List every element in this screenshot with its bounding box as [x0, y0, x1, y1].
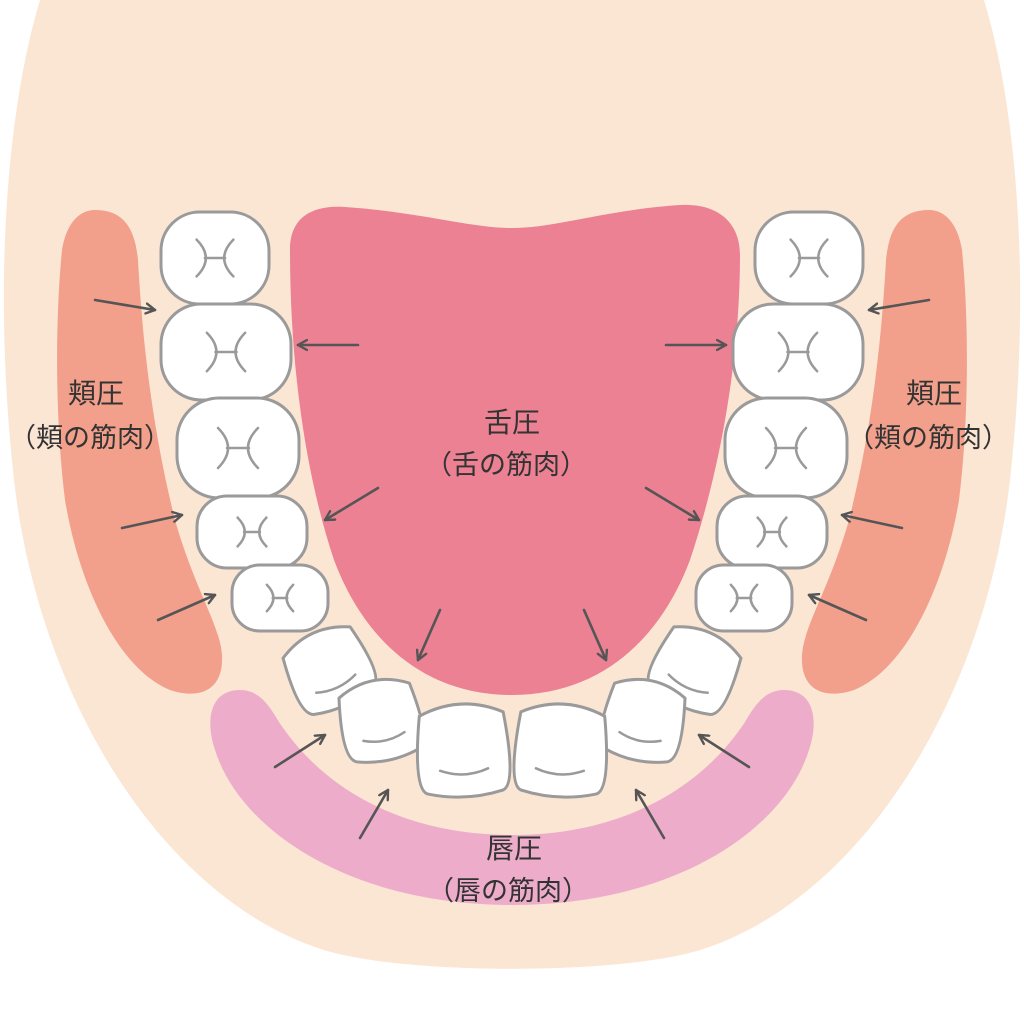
molar-tooth-left-5: [230, 563, 330, 633]
arrow-icon: [156, 595, 217, 622]
tongue-pressure-title: 舌圧: [484, 406, 540, 439]
tooth-edge-line: [618, 730, 662, 744]
tooth-groove: [777, 331, 819, 373]
cheek-pressure-title-right: 頬圧: [906, 377, 962, 410]
arrow-icon: [840, 515, 904, 530]
cheek-muscle-left: [57, 210, 223, 694]
cheek-pressure-subtitle-left: （頬の筋肉）: [9, 423, 171, 454]
tooth-groove: [729, 583, 759, 613]
lip-pressure-label: 唇圧 （唇の筋肉）: [427, 832, 589, 907]
tongue: [290, 204, 740, 695]
arrow-icon: [634, 788, 666, 840]
arrow-icon: [418, 608, 442, 662]
cheek-pressure-label-left: 頬圧 （頬の筋肉）: [9, 377, 171, 454]
molar-tooth-right-2: [731, 302, 865, 402]
cheek-pressure-subtitle-right: （頬の筋肉）: [847, 423, 1009, 454]
molar-tooth-right-4: [715, 494, 829, 570]
lip-pressure-title: 唇圧: [486, 832, 542, 865]
tooth-groove: [216, 426, 260, 470]
tooth-edge-line: [362, 730, 406, 744]
tooth-groove: [236, 516, 268, 548]
tooth-groove: [205, 331, 247, 373]
arrow-icon: [697, 733, 751, 769]
tongue-pressure-label: 舌圧 （舌の筋肉）: [425, 406, 587, 481]
pressure-arrows: [93, 298, 931, 840]
front-tooth-left-3: [415, 702, 512, 799]
tooth-icon: [415, 702, 512, 799]
molar-tooth-left-4: [195, 494, 309, 570]
cheek-pressure-label-right: 頬圧 （頬の筋肉）: [847, 377, 1009, 454]
molar-tooth-left-3: [175, 396, 301, 500]
arrow-icon: [273, 733, 327, 769]
arrow-icon: [120, 515, 184, 530]
molar-tooth-right-1: [753, 210, 865, 306]
tooth-edge-line: [667, 673, 709, 695]
tooth-groove: [756, 516, 788, 548]
tooth-groove: [265, 583, 295, 613]
teeth: [159, 210, 865, 799]
tooth-edge-line: [534, 767, 586, 776]
arrow-icon: [323, 486, 380, 522]
tooth-icon: [512, 702, 609, 799]
arrow-icon: [644, 486, 701, 522]
molar-tooth-left-2: [159, 302, 293, 402]
tongue-pressure-subtitle: （舌の筋肉）: [425, 450, 587, 481]
tooth-groove: [764, 426, 808, 470]
tooth-edge-line: [315, 673, 357, 695]
cheek-pressure-title-left: 頬圧: [68, 377, 124, 410]
lip-pressure-subtitle: （唇の筋肉）: [427, 876, 589, 907]
front-tooth-right-3: [512, 702, 609, 799]
cheek-muscle-right: [801, 210, 967, 694]
arrow-icon: [358, 788, 390, 840]
molar-tooth-right-5: [694, 563, 794, 633]
tooth-groove: [195, 238, 235, 278]
tooth-edge-line: [438, 767, 490, 776]
molar-tooth-left-1: [159, 210, 271, 306]
lip-muscle: [210, 690, 814, 905]
arrow-icon: [582, 608, 606, 662]
front-tooth-left-2: [337, 677, 426, 764]
tooth-groove: [789, 238, 829, 278]
arrow-icon: [867, 298, 931, 310]
molar-tooth-right-3: [723, 396, 849, 500]
arrow-icon: [93, 298, 157, 310]
arrow-icon: [807, 595, 868, 622]
